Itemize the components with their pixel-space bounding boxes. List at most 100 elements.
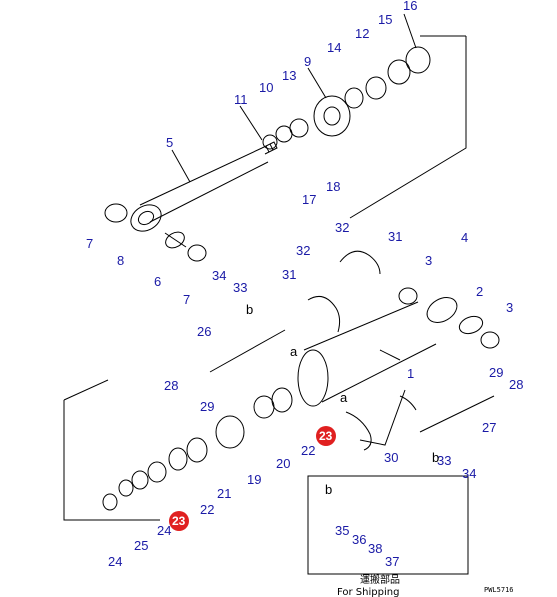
callout-15: 15 bbox=[378, 12, 392, 27]
leader bbox=[239, 105, 263, 141]
ring-15 bbox=[387, 59, 411, 85]
callout-33: 33 bbox=[437, 453, 451, 468]
red-callout-23: 23 bbox=[172, 514, 186, 528]
callout-26: 26 bbox=[197, 324, 211, 339]
ring-21 bbox=[186, 437, 208, 463]
ring-24-b bbox=[102, 493, 118, 511]
snap-ring-3-a bbox=[398, 287, 418, 305]
callout-19: 19 bbox=[247, 472, 261, 487]
ring-22-a bbox=[168, 447, 188, 471]
callout-24: 24 bbox=[108, 554, 122, 569]
reference-letter-b: b bbox=[325, 482, 332, 497]
callout-4: 4 bbox=[461, 230, 468, 245]
callout-16: 16 bbox=[403, 0, 417, 13]
leader bbox=[403, 13, 417, 49]
piston-rod-edge-top bbox=[139, 147, 263, 206]
snap-ring-7-upper bbox=[104, 203, 128, 223]
ring-23 bbox=[147, 461, 167, 483]
callout-24: 24 bbox=[157, 523, 171, 538]
ring-22-b bbox=[253, 395, 275, 419]
cylinder-tube-edge-top bbox=[303, 301, 419, 351]
callout-34: 34 bbox=[462, 466, 476, 481]
callout-31: 31 bbox=[282, 267, 296, 282]
snap-ring-3-b bbox=[480, 331, 500, 349]
callout-29: 29 bbox=[489, 365, 503, 380]
callout-14: 14 bbox=[327, 40, 341, 55]
bushing-2 bbox=[458, 315, 484, 335]
callout-33: 33 bbox=[233, 280, 247, 295]
callout-25: 25 bbox=[134, 538, 148, 553]
clamp-30-leader bbox=[359, 389, 406, 446]
callout-37: 37 bbox=[385, 554, 399, 569]
leader bbox=[307, 67, 327, 99]
frame-line-left bbox=[63, 400, 160, 521]
callout-38: 38 bbox=[368, 541, 382, 556]
callout-3: 3 bbox=[506, 300, 513, 315]
callout-13: 13 bbox=[282, 68, 296, 83]
pipe-27 bbox=[419, 395, 495, 433]
cylinder-head-9 bbox=[313, 95, 351, 137]
callout-32: 32 bbox=[335, 220, 349, 235]
callout-12: 12 bbox=[355, 26, 369, 41]
callout-3: 3 bbox=[425, 253, 432, 268]
cylinder-tube-end bbox=[297, 349, 329, 407]
rod-end-bore bbox=[137, 210, 155, 226]
rod-end-eye bbox=[130, 204, 162, 232]
callout-21: 21 bbox=[217, 486, 231, 501]
pipe-26 bbox=[209, 329, 286, 373]
ring-13 bbox=[289, 118, 309, 138]
callout-10: 10 bbox=[259, 80, 273, 95]
clamp-31-lower bbox=[307, 295, 341, 333]
clamp-30-a bbox=[345, 411, 372, 451]
callout-22: 22 bbox=[200, 502, 214, 517]
frame-line-left-top bbox=[63, 379, 109, 401]
callout-1: 1 bbox=[407, 366, 414, 381]
rod-threads bbox=[261, 141, 278, 155]
ring-10 bbox=[275, 125, 293, 143]
piston-19 bbox=[215, 415, 245, 449]
reference-letter-a: a bbox=[340, 390, 348, 405]
piston-rod-edge-bottom bbox=[149, 161, 269, 223]
callout-28: 28 bbox=[509, 377, 523, 392]
callout-36: 36 bbox=[352, 532, 366, 547]
bottom-eye bbox=[426, 297, 458, 323]
ring-24-a bbox=[131, 470, 149, 490]
callout-6: 6 bbox=[154, 274, 161, 289]
callout-11: 11 bbox=[234, 92, 248, 107]
ring-11 bbox=[262, 134, 278, 150]
inset-caption: 運搬部品 For Shipping bbox=[337, 573, 400, 597]
inset-caption-jp: 運搬部品 bbox=[360, 573, 400, 586]
callout-31: 31 bbox=[388, 229, 402, 244]
callout-8: 8 bbox=[117, 253, 124, 268]
red-callout-23: 23 bbox=[319, 429, 333, 443]
callout-5: 5 bbox=[166, 135, 173, 150]
callout-22: 22 bbox=[301, 443, 315, 458]
ring-25 bbox=[118, 479, 134, 497]
callout-32: 32 bbox=[296, 243, 310, 258]
reference-letter-b: b bbox=[432, 450, 439, 465]
callout-2: 2 bbox=[476, 284, 483, 299]
frame-line-top bbox=[349, 36, 467, 219]
leader bbox=[171, 149, 191, 183]
bushing-6-edge bbox=[164, 232, 187, 248]
callout-30: 30 bbox=[384, 450, 398, 465]
callout-18: 18 bbox=[326, 179, 340, 194]
red-badge-layer: 23 23 bbox=[169, 426, 336, 531]
snap-ring-7-lower bbox=[187, 244, 207, 262]
diagram-linework bbox=[63, 13, 500, 575]
callout-27: 27 bbox=[482, 420, 496, 435]
cylinder-tube-edge-bottom bbox=[321, 343, 437, 403]
ring-14 bbox=[344, 87, 364, 109]
clamp-30-b bbox=[399, 395, 417, 411]
shipping-inset-box bbox=[307, 475, 469, 575]
callout-20: 20 bbox=[276, 456, 290, 471]
ring-12 bbox=[365, 76, 387, 100]
drawing-code: PWL5716 bbox=[484, 586, 514, 594]
callout-35: 35 bbox=[335, 523, 349, 538]
ring-23-b bbox=[271, 387, 293, 413]
callout-34: 34 bbox=[212, 268, 226, 283]
callout-7: 7 bbox=[183, 292, 190, 307]
